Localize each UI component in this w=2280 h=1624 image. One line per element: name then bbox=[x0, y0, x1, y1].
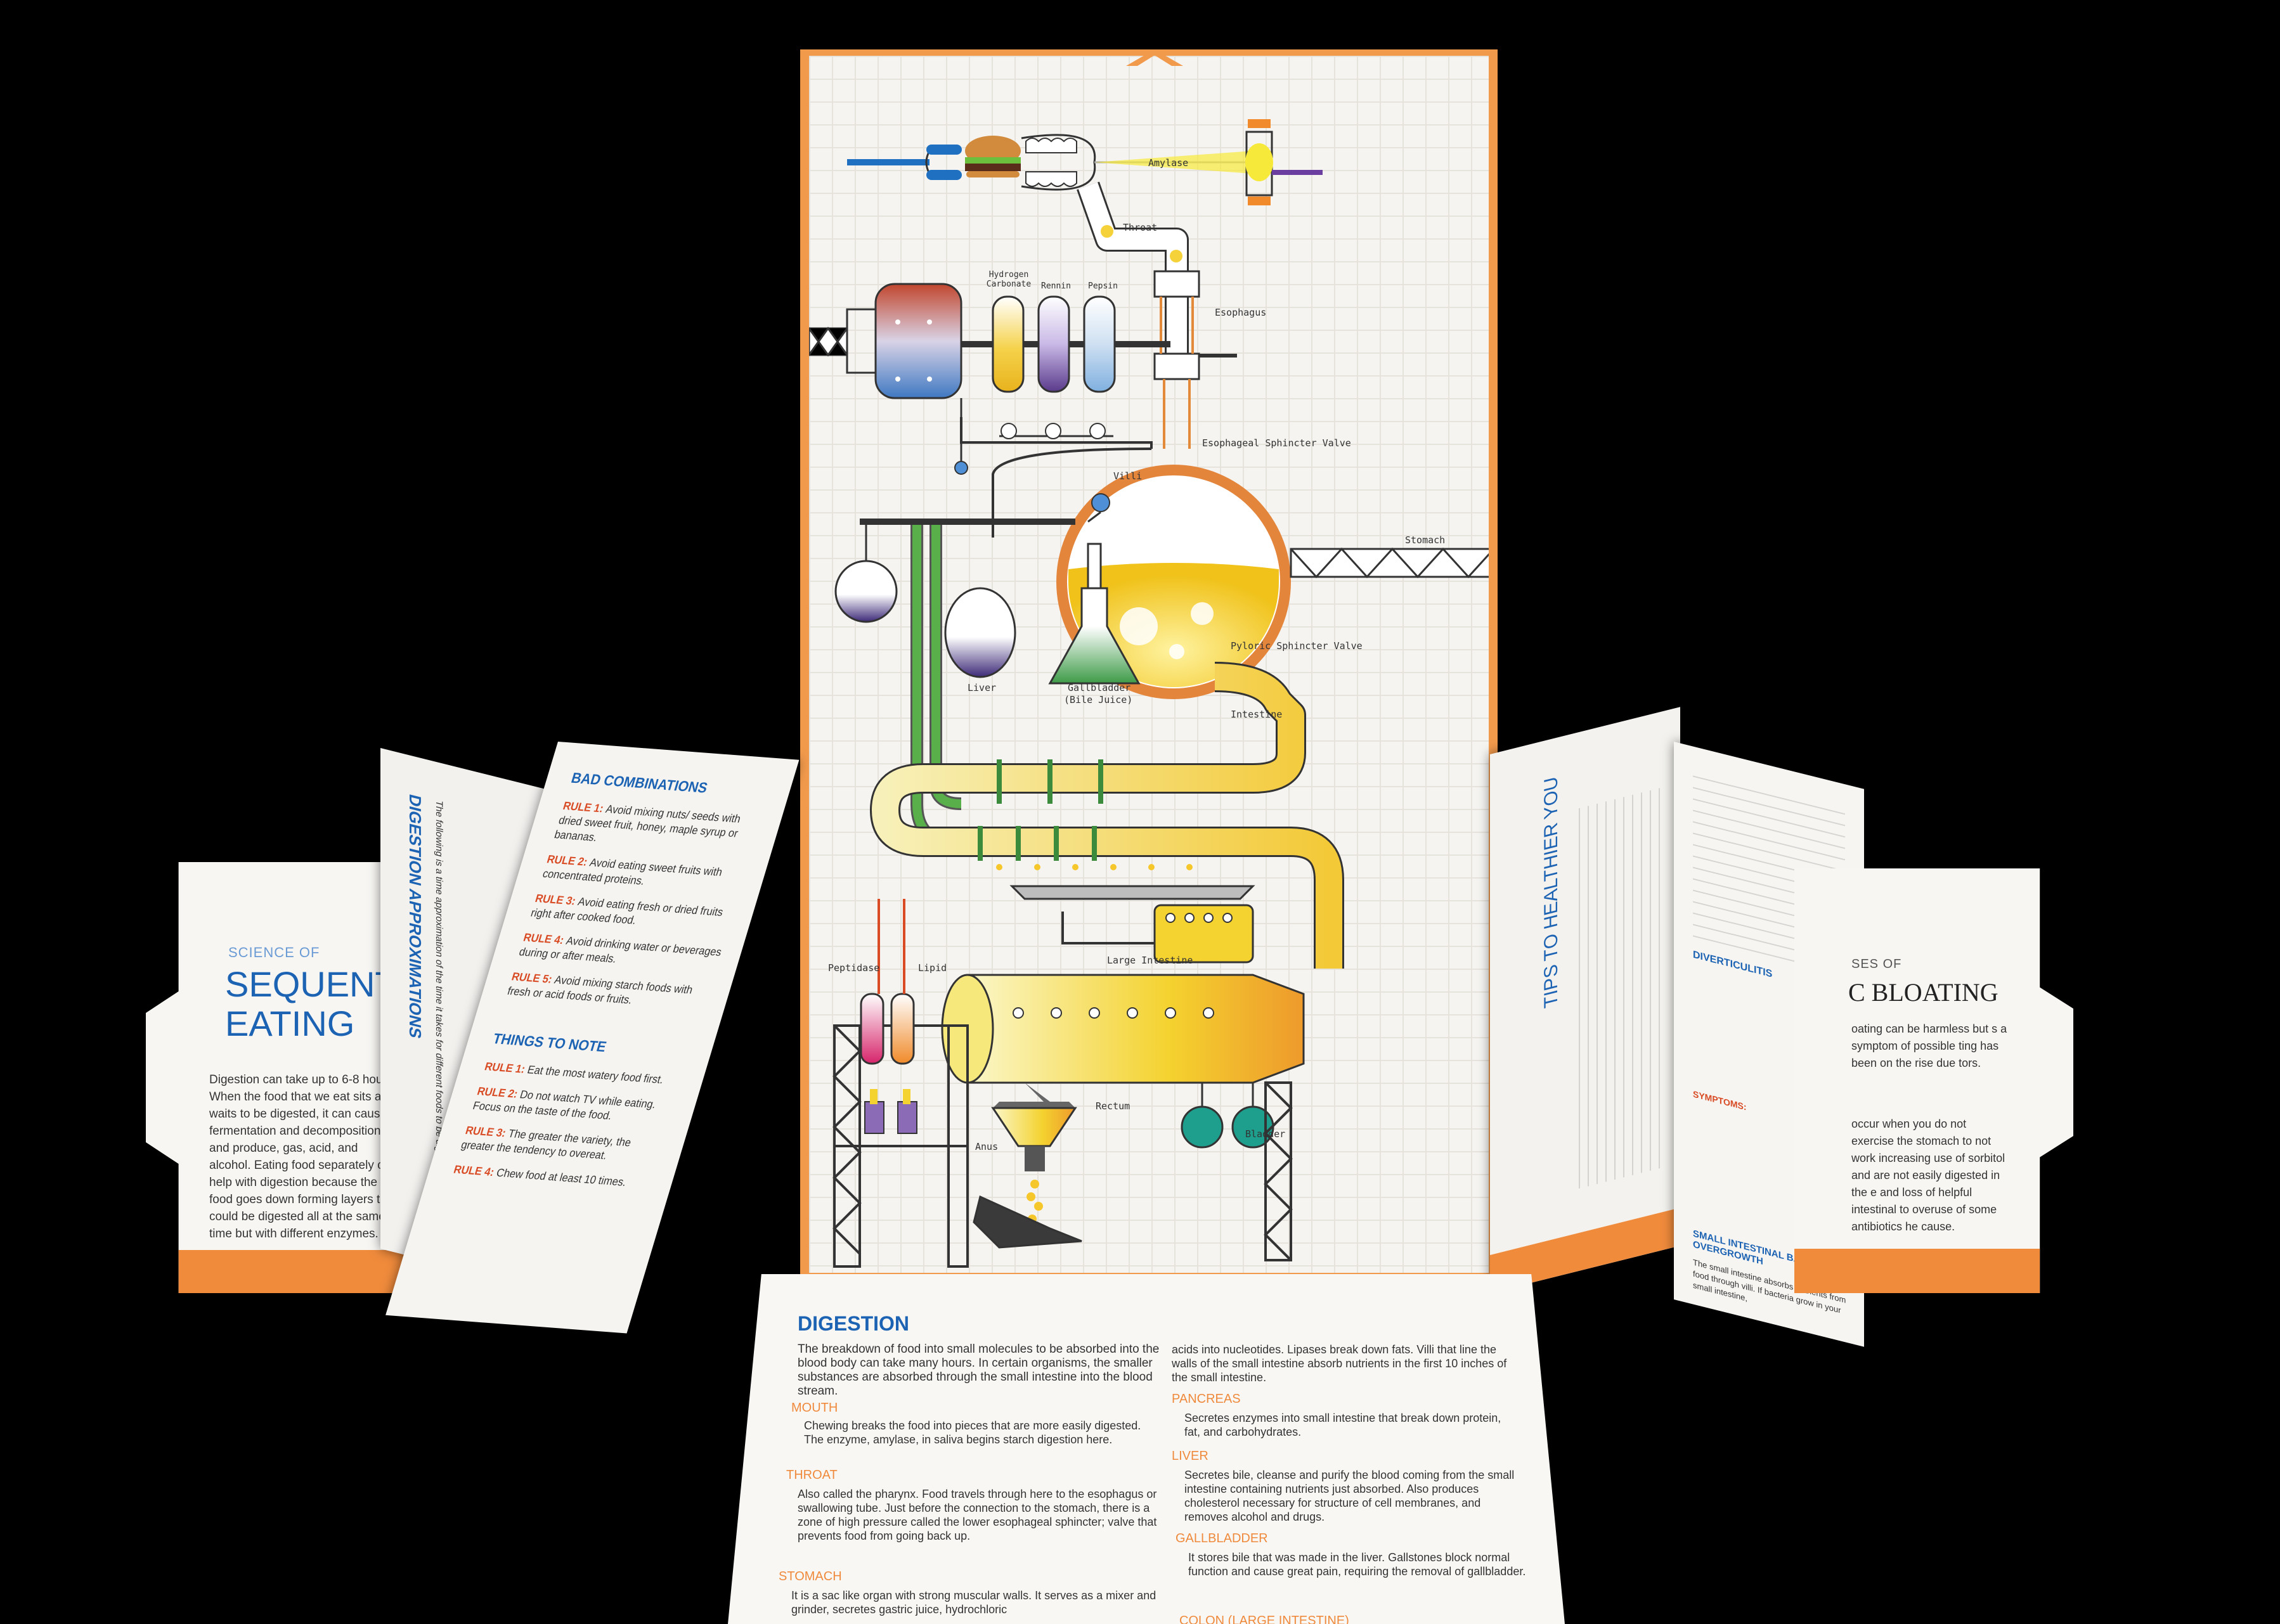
rule-tag: RULE 2: bbox=[476, 1085, 522, 1101]
panel-footer-band bbox=[1794, 1249, 2073, 1293]
rule-item: RULE 1: Avoid mixing nuts/ seeds with dr… bbox=[552, 799, 764, 857]
panel-footer-band bbox=[146, 1250, 418, 1293]
label-esophageal-sphincter-valve: Esophageal Sphincter Valve bbox=[1202, 437, 1351, 449]
bad-rules-list: RULE 1: Avoid mixing nuts/ seeds with dr… bbox=[502, 799, 764, 1024]
diagram-poster: Amylase Throat Hydrogen Carbonate Rennin… bbox=[800, 49, 1498, 1301]
label-rennin: Rennin bbox=[1041, 281, 1071, 291]
panel-title: C BLOATING bbox=[1848, 978, 1998, 1007]
symptoms-heading: SYMPTOMS: bbox=[1693, 1088, 1747, 1112]
diverticulitis-heading: DIVERTICULITIS bbox=[1693, 949, 1773, 980]
rule-item: RULE 2: Do not watch TV while eating. Fo… bbox=[471, 1085, 678, 1128]
label-intestine: Intestine bbox=[1231, 709, 1283, 720]
label-peptidase: Peptidase bbox=[828, 962, 880, 974]
panel-body-2: occur when you do not exercise the stoma… bbox=[1851, 1118, 2005, 1233]
digestion-machine-illustration bbox=[809, 119, 1489, 1301]
rule-tag: RULE 4: bbox=[522, 931, 569, 947]
label-bladder: Bladder bbox=[1245, 1128, 1286, 1140]
things-to-note-title: THINGS TO NOTE bbox=[491, 1030, 609, 1055]
panel-title-line2: EATING bbox=[225, 1003, 355, 1043]
label-villi: Villi bbox=[1113, 470, 1143, 482]
label-stomach: Stomach bbox=[1405, 534, 1446, 546]
label-throat: Throat bbox=[1123, 222, 1158, 233]
rule-item: RULE 1: Eat the most watery food first. bbox=[483, 1060, 686, 1089]
rule-item: RULE 2: Avoid eating sweet fruits with c… bbox=[541, 853, 748, 896]
science-of-sequential-eating-panel: SCIENCE OF SEQUENTIA EATING Digestion ca… bbox=[146, 862, 418, 1293]
bad-combinations-title: BAD COMBINATIONS bbox=[569, 769, 710, 796]
digestion-text-panel: DIGESTION The breakdown of food into sma… bbox=[728, 1274, 1565, 1624]
rule-tag: RULE 4: bbox=[452, 1163, 499, 1179]
rule-item: RULE 4: Avoid drinking water or beverage… bbox=[517, 931, 725, 974]
label-liver: Liver bbox=[968, 682, 997, 693]
rule-text: Chew food at least 10 times. bbox=[495, 1166, 628, 1189]
rule-tag: RULE 5: bbox=[510, 970, 557, 986]
label-esophagus: Esophagus bbox=[1215, 307, 1267, 318]
pancreas-heading: PANCREAS bbox=[1172, 1392, 1241, 1406]
panel-title: DIGESTION APPROXIMATIONS bbox=[406, 792, 425, 1041]
rule-tag: RULE 1: bbox=[483, 1060, 530, 1076]
rule-tag: RULE 1: bbox=[561, 799, 608, 815]
liver-heading: LIVER bbox=[1172, 1449, 1208, 1463]
label-anus: Anus bbox=[975, 1141, 999, 1152]
label-gallbladder: Gallbladder bbox=[1068, 682, 1131, 693]
kicker: SES OF bbox=[1851, 957, 1902, 971]
label-large-intestine: Large Intestine bbox=[1107, 955, 1193, 966]
label-pyloric-sphincter-valve: Pyloric Sphincter Valve bbox=[1231, 640, 1363, 652]
notes-list: RULE 1: Eat the most watery food first.R… bbox=[449, 1060, 686, 1202]
rule-text: Eat the most watery food first. bbox=[526, 1063, 666, 1086]
rule-item: RULE 3: The greater the variety, the gre… bbox=[459, 1123, 666, 1167]
label-bile-juice: (Bile Juice) bbox=[1064, 694, 1133, 706]
mouth-heading: MOUTH bbox=[791, 1401, 838, 1415]
intro-text: The breakdown of food into small molecul… bbox=[798, 1343, 1160, 1398]
panel-body: Digestion can take up to 6-8 hours. When… bbox=[209, 1073, 397, 1241]
liver-text: Secretes bile, cleanse and purify the bl… bbox=[1184, 1469, 1515, 1523]
rule-tag: RULE 3: bbox=[463, 1124, 510, 1140]
mouth-text: Chewing breaks the food into pieces that… bbox=[804, 1419, 1141, 1446]
throat-text: Also called the pharynx. Food travels th… bbox=[798, 1488, 1157, 1542]
rule-item: RULE 5: Avoid mixing starch foods with f… bbox=[505, 970, 713, 1014]
stomach-heading: STOMACH bbox=[779, 1569, 842, 1583]
rule-tag: RULE 3: bbox=[533, 892, 580, 908]
tips-to-healthier-you-panel: TIPS TO HEALTHIER YOU bbox=[1490, 707, 1680, 1293]
label-lipid: Lipid bbox=[918, 962, 947, 974]
colon-heading: COLON (LARGE INTESTINE) bbox=[1179, 1614, 1349, 1624]
rule-tag: RULE 2: bbox=[545, 853, 592, 869]
panel-title: TIPS TO HEALTHIER YOU bbox=[1541, 774, 1562, 1010]
col2-top-text: acids into nucleotides. Lipases break do… bbox=[1172, 1343, 1507, 1384]
causes-of-chronic-bloating-panel: SES OF C BLOATING oating can be harmless… bbox=[1794, 868, 2073, 1293]
label-rectum: Rectum bbox=[1096, 1100, 1130, 1112]
throat-heading: THROAT bbox=[786, 1468, 838, 1482]
text-lines bbox=[1579, 787, 1661, 1189]
label-amylase: Amylase bbox=[1148, 157, 1189, 169]
pancreas-text: Secretes enzymes into small intestine th… bbox=[1184, 1412, 1501, 1438]
section-title: DIGESTION bbox=[798, 1312, 910, 1335]
kicker: SCIENCE OF bbox=[228, 944, 320, 960]
rule-item: RULE 3: Avoid eating fresh or dried frui… bbox=[529, 891, 736, 935]
label-pepsin: Pepsin bbox=[1088, 281, 1118, 291]
panel-body-1: oating can be harmless but s a symptom o… bbox=[1851, 1022, 2007, 1069]
label-hydrogen-carbonate: Hydrogen Carbonate bbox=[986, 270, 1032, 289]
stomach-text: It is a sac like organ with strong muscu… bbox=[791, 1589, 1156, 1616]
gallbladder-heading: GALLBLADDER bbox=[1176, 1531, 1268, 1545]
gallbladder-text: It stores bile that was made in the live… bbox=[1188, 1551, 1526, 1578]
rule-item: RULE 4: Chew food at least 10 times. bbox=[452, 1163, 656, 1192]
